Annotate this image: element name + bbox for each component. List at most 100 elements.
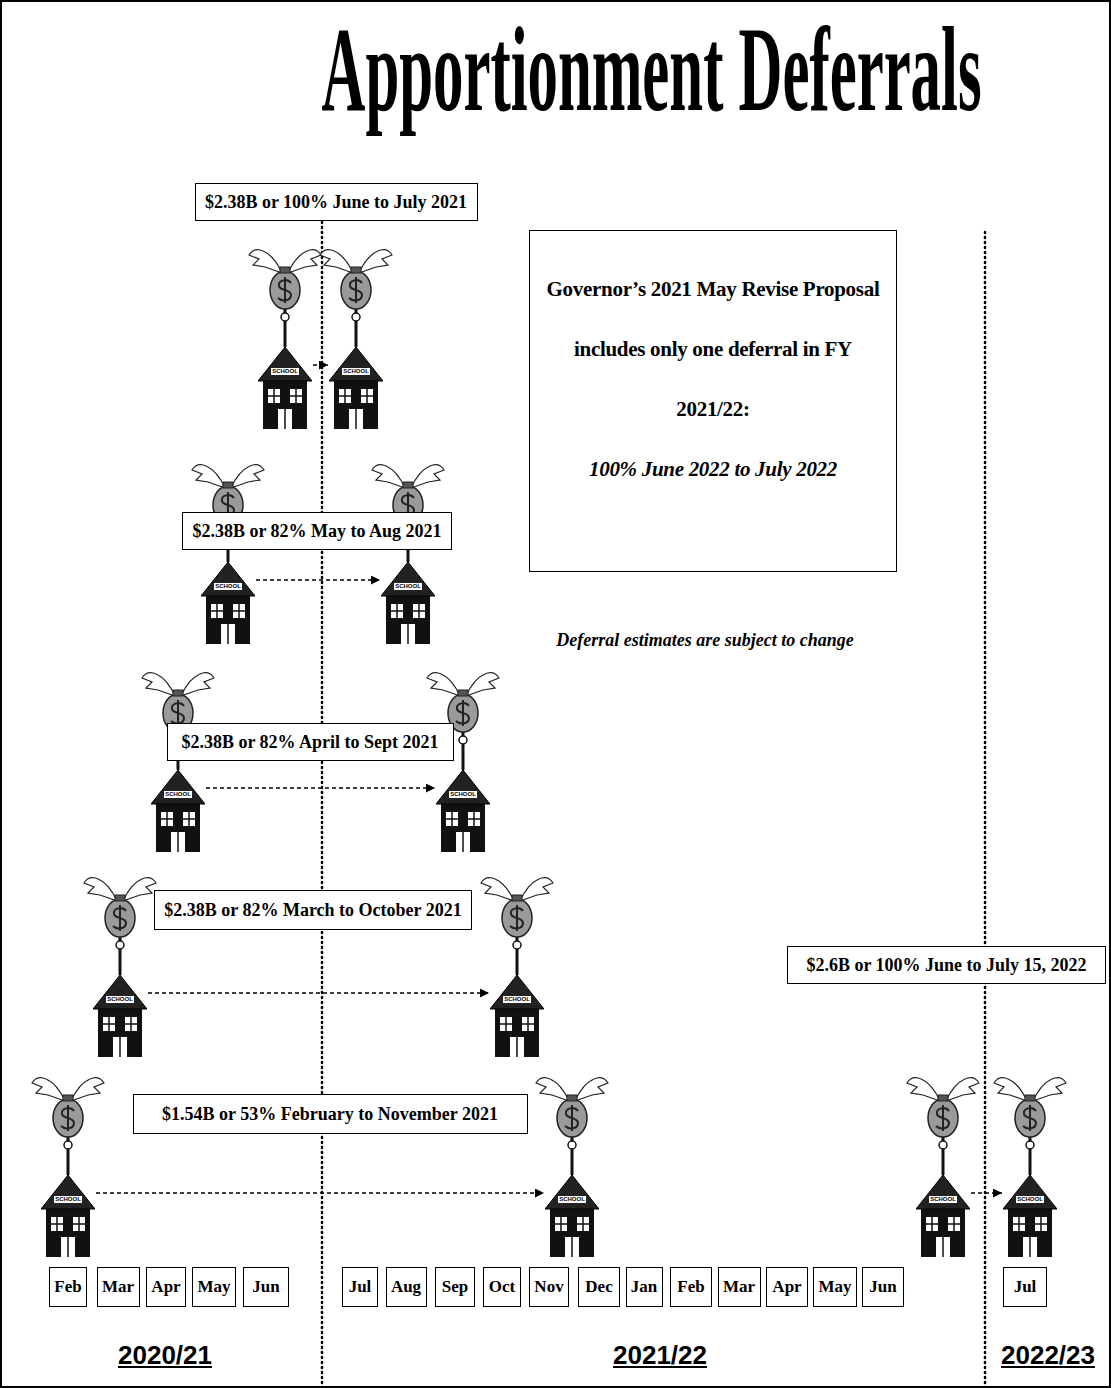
- month-box: Apr: [146, 1267, 186, 1307]
- door-split: [571, 1237, 573, 1257]
- door-split: [407, 624, 409, 644]
- month-name: Dec: [585, 1277, 612, 1297]
- wing: [320, 250, 353, 273]
- window-frame: [500, 1017, 512, 1031]
- school-house: [41, 1173, 95, 1258]
- month-name: Aug: [391, 1277, 421, 1297]
- house-body: [441, 802, 485, 852]
- wing: [123, 878, 156, 901]
- door: [1023, 1237, 1037, 1257]
- month-box: Nov: [529, 1267, 569, 1307]
- box-text: $2.38B or 82% May to Aug 2021: [192, 521, 441, 542]
- deferral-arrow: [313, 364, 328, 366]
- key-ring: [116, 941, 124, 949]
- school-house: [545, 1173, 599, 1258]
- winged-money-bag: [994, 1078, 1066, 1175]
- box-text: $2.38B or 100% June to July 2021: [205, 192, 467, 213]
- house-roof: [93, 975, 147, 1009]
- school-icon: SCHOOL: [41, 1173, 95, 1258]
- key-ring: [352, 313, 360, 321]
- school-house: [329, 345, 383, 430]
- window-frame: [391, 604, 403, 618]
- month-box: Oct: [483, 1267, 521, 1307]
- window: [577, 1217, 589, 1231]
- school-house: [381, 560, 435, 645]
- month-box: May: [813, 1267, 857, 1307]
- house-roof: [151, 770, 205, 804]
- bag-tie: [1025, 1095, 1035, 1101]
- month-name: Sep: [442, 1277, 468, 1297]
- door: [510, 1037, 524, 1057]
- school-sign: SCHOOL: [164, 791, 192, 798]
- door: [565, 1237, 579, 1257]
- box-text: $2.38B or 82% March to October 2021: [164, 900, 461, 921]
- house-body: [386, 594, 430, 644]
- school-sign: SCHOOL: [558, 1196, 586, 1203]
- dollar-mark: [936, 1105, 949, 1131]
- month-name: Mar: [102, 1277, 134, 1297]
- wing: [71, 1078, 104, 1101]
- wing: [907, 1078, 940, 1101]
- key-ring: [513, 941, 521, 949]
- bag-tie: [280, 267, 290, 273]
- school-house: [490, 973, 544, 1058]
- deferral-box: $2.38B or 82% March to October 2021: [154, 890, 472, 930]
- window: [290, 389, 302, 403]
- window: [103, 1017, 115, 1031]
- month-box: Dec: [578, 1267, 620, 1307]
- house-body: [921, 1207, 965, 1257]
- bag-tie: [567, 1095, 577, 1101]
- month-box: Jun: [862, 1267, 904, 1307]
- wing: [142, 673, 175, 696]
- month-box: Aug: [386, 1267, 427, 1307]
- money-bag: [53, 1099, 83, 1137]
- bag-tie: [173, 690, 183, 696]
- winged-money-bag: [320, 250, 392, 347]
- money-bag: [502, 899, 532, 937]
- key-ring: [568, 1141, 576, 1149]
- door-split: [67, 1237, 69, 1257]
- month-box: May: [192, 1267, 236, 1307]
- door: [936, 1237, 950, 1257]
- month-name: May: [818, 1277, 851, 1297]
- deferral-arrow: [148, 992, 489, 994]
- wing: [288, 250, 321, 273]
- door-split: [516, 1037, 518, 1057]
- label-holder: 2021/22: [613, 1340, 707, 1371]
- door-split: [942, 1237, 944, 1257]
- house-roof: [490, 975, 544, 1009]
- bag-tie: [403, 482, 413, 488]
- deferral-box: $2.38B or 100% June to July 2021: [195, 183, 478, 221]
- wing: [192, 465, 225, 488]
- month-name: May: [197, 1277, 230, 1297]
- window: [361, 389, 373, 403]
- month-name: Nov: [534, 1277, 563, 1297]
- wing: [536, 1078, 569, 1101]
- window-frame: [103, 1017, 115, 1031]
- winged-money-bag: [536, 1078, 608, 1175]
- title-block: Apportionment Deferrals: [0, 10, 1111, 130]
- month-box: Apr: [766, 1267, 808, 1307]
- school-house: [916, 1173, 970, 1258]
- month-name: Jul: [1014, 1277, 1037, 1297]
- door-split: [227, 624, 229, 644]
- month-box: Sep: [435, 1267, 475, 1307]
- house-roof: [545, 1175, 599, 1209]
- deferral-arrow: [96, 1192, 544, 1194]
- school-sign: SCHOOL: [1016, 1196, 1044, 1203]
- key-ring: [281, 313, 289, 321]
- fiscal-year-label: 2020/21: [118, 1340, 212, 1371]
- window: [73, 1217, 85, 1231]
- box-text: $2.38B or 82% April to Sept 2021: [181, 732, 438, 753]
- month-box: Mar: [718, 1267, 761, 1307]
- box-text: 100% June 2022 to July 2022: [544, 439, 882, 499]
- fiscal-year-label: 2021/22: [613, 1340, 707, 1371]
- money-bag: [105, 899, 135, 937]
- window-frame: [51, 1217, 63, 1231]
- bag-tie: [938, 1095, 948, 1101]
- school-icon: SCHOOL: [93, 973, 147, 1058]
- dollar-mark: [565, 1105, 578, 1131]
- window: [522, 1017, 534, 1031]
- school-icon: SCHOOL: [1003, 1173, 1057, 1258]
